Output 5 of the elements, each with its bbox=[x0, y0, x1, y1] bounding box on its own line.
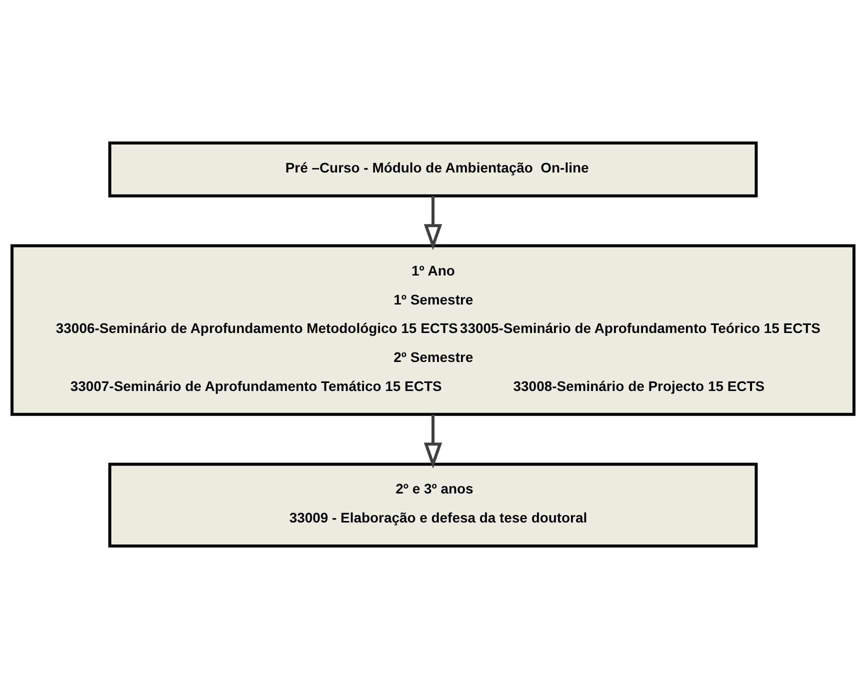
node-box: 2º e 3º anos 33009 - Elaboração e defesa da tese doutoral bbox=[108, 462, 758, 548]
node-box: Pré –Curso - Módulo de Ambientação On-line bbox=[108, 142, 758, 198]
arrow bbox=[424, 196, 442, 250]
node-box: 1º Ano 1º Semestre 33006-Seminário de Aprofundamento Metodológico 15 ECTS33005-Seminário de Aprofundamento Teórico 15 ECTS 2º Semestre 33007-Seminário de Aprofundamento Temático 15 ECTS 33008-Seminário de Projecto 15 ECTS bbox=[10, 244, 856, 416]
arrow bbox=[424, 414, 442, 469]
